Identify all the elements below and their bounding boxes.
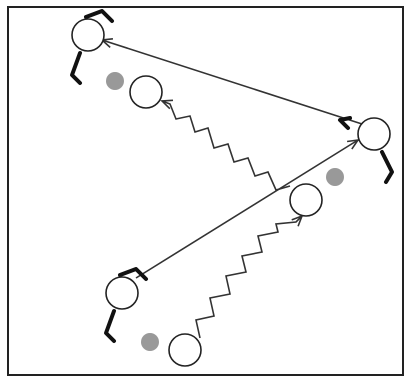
cone-marker-c3 xyxy=(141,333,159,351)
player-circle-icon xyxy=(290,184,322,216)
player-circle-icon xyxy=(130,76,162,108)
diagram-frame xyxy=(8,7,403,375)
player-circle-icon xyxy=(72,19,104,51)
cone-marker-c1 xyxy=(106,72,124,90)
player-p4 xyxy=(290,184,322,216)
player-circle-icon xyxy=(169,334,201,366)
player-p2 xyxy=(130,76,162,108)
cone-marker-c2 xyxy=(326,168,344,186)
player-p6 xyxy=(169,334,201,366)
player-circle-icon xyxy=(106,277,138,309)
player-circle-icon xyxy=(358,118,390,150)
